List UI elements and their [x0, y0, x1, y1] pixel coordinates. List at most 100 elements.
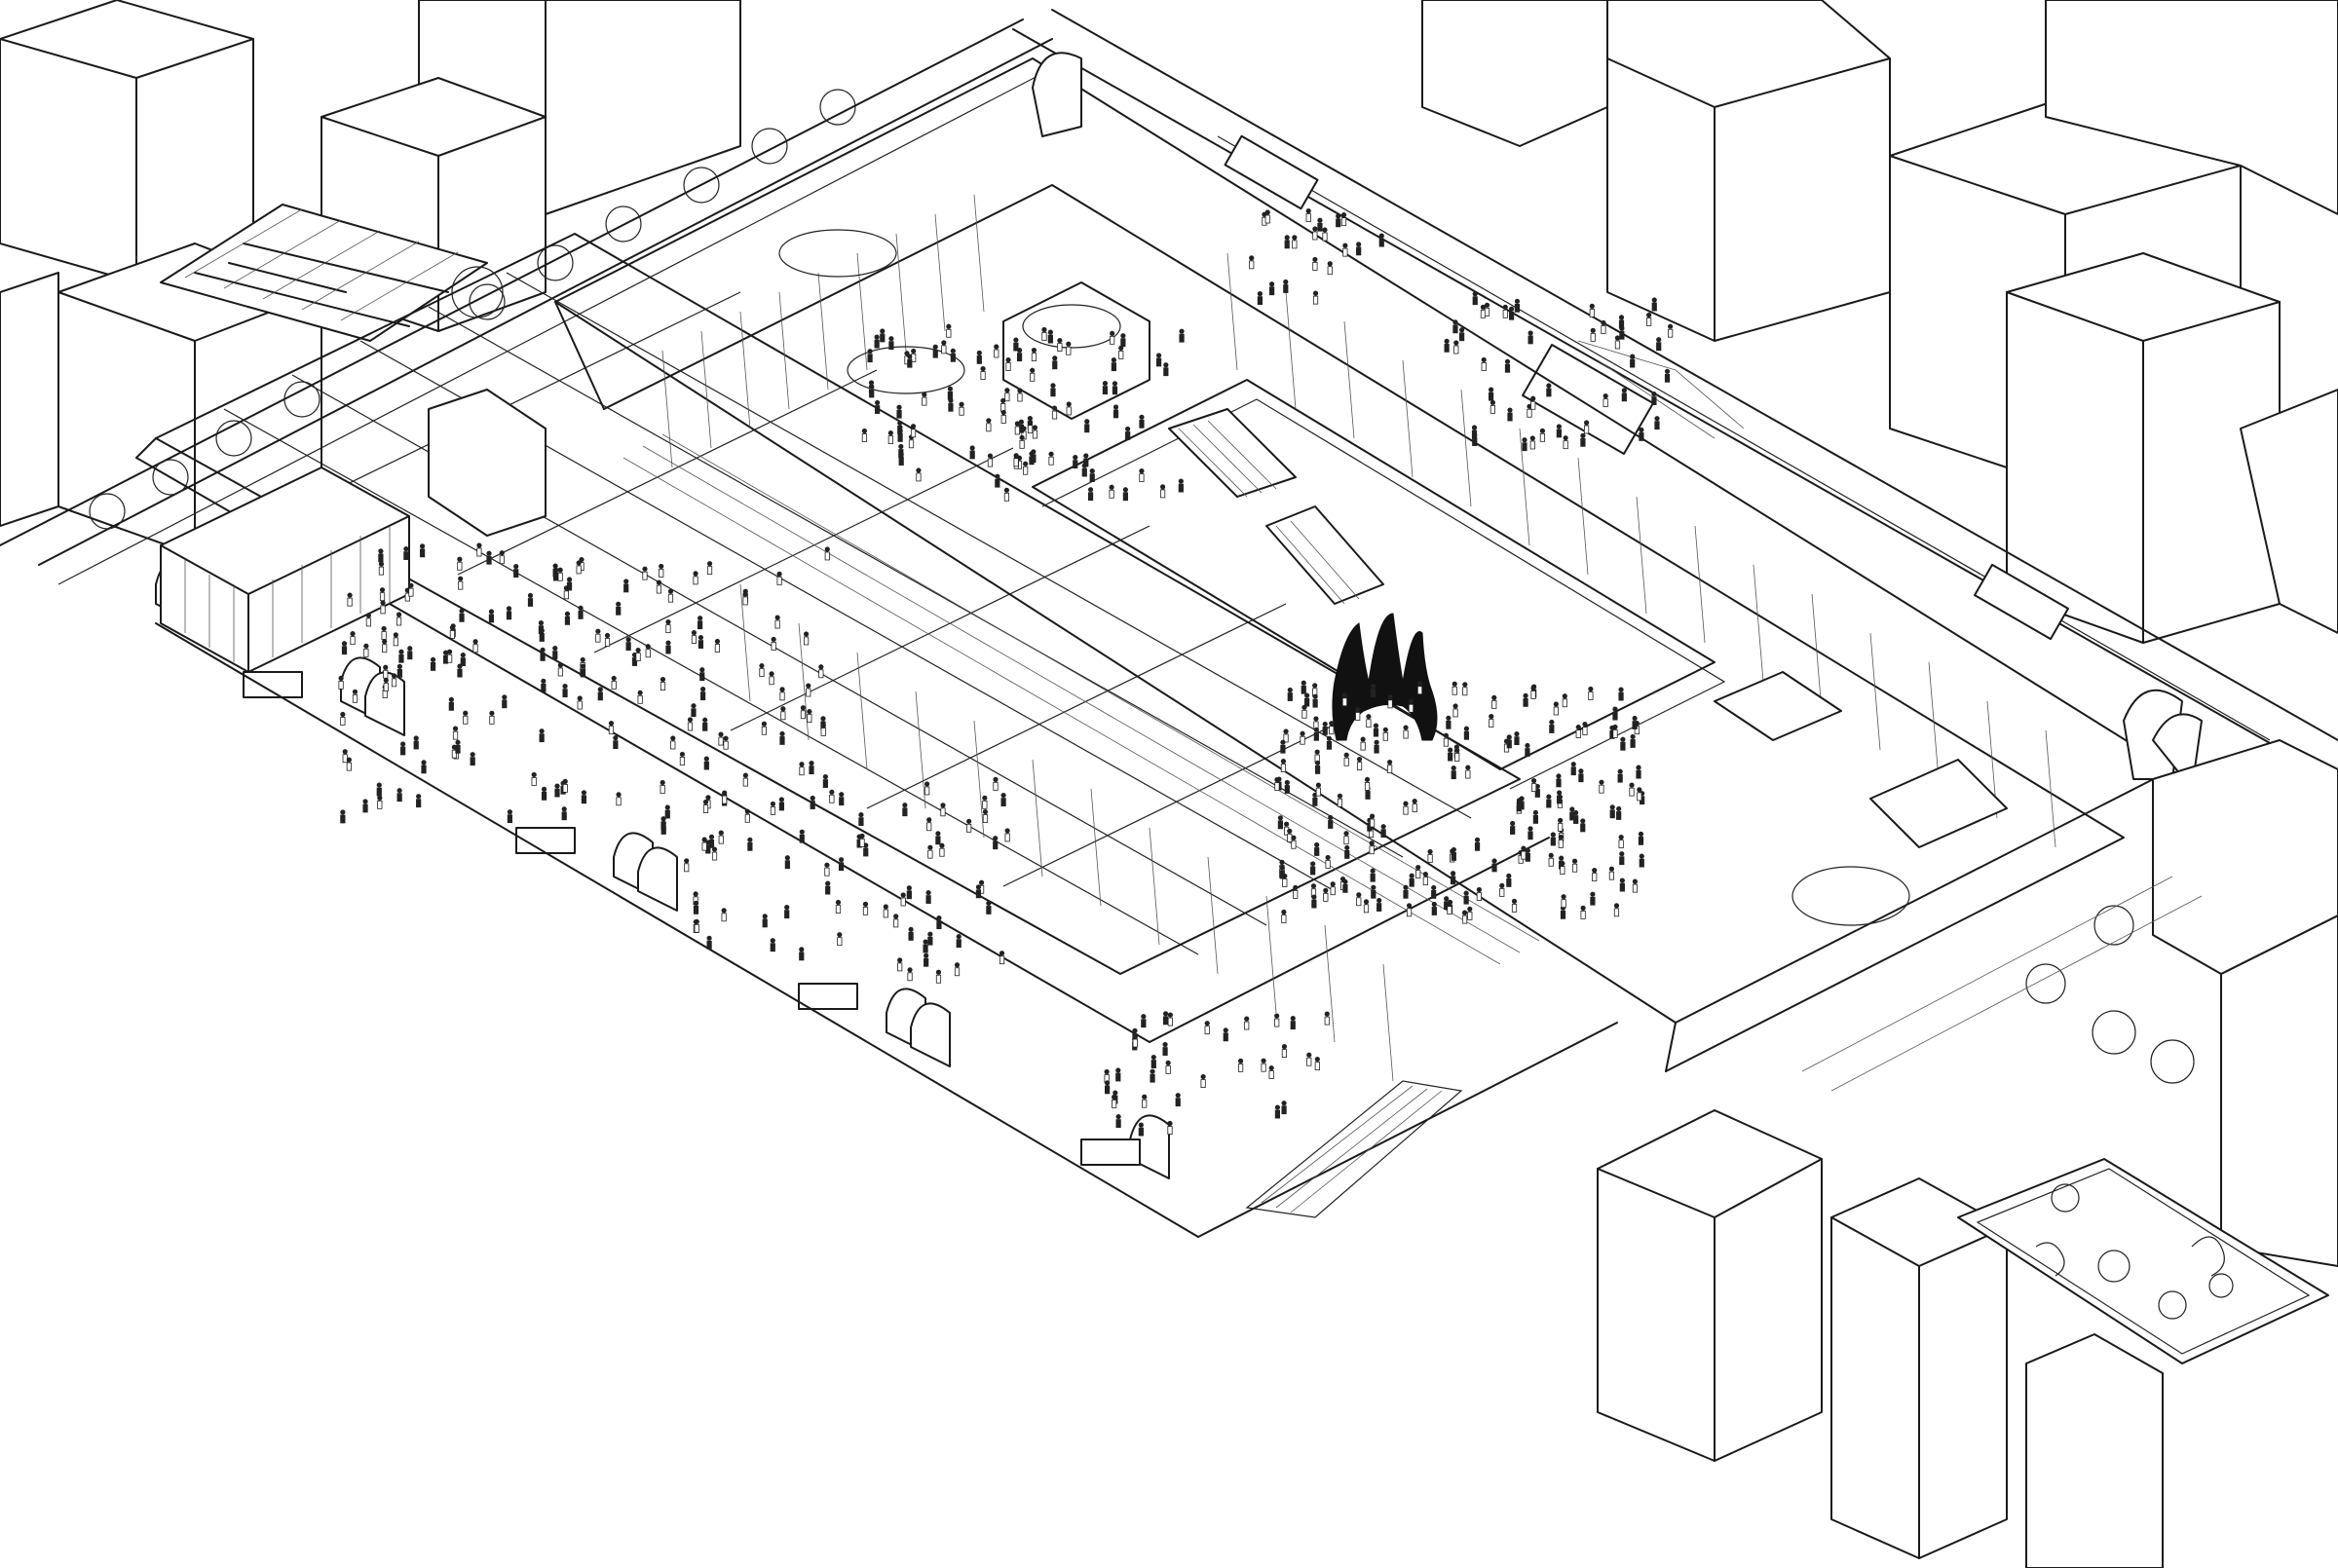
- person-figure: [1550, 832, 1556, 846]
- person-figure: [1340, 212, 1347, 227]
- person-figure: [340, 809, 346, 824]
- person-figure: [987, 453, 994, 467]
- person-figure: [910, 424, 917, 438]
- person-figure: [1521, 845, 1527, 860]
- person-figure: [1556, 773, 1562, 788]
- person-figure: [1446, 715, 1452, 729]
- person-figure: [762, 914, 768, 928]
- person-figure: [1415, 864, 1421, 878]
- person-figure: [378, 561, 385, 576]
- person-figure: [966, 818, 972, 833]
- person-figure: [1280, 758, 1287, 772]
- person-figure: [1654, 416, 1660, 430]
- person-figure: [340, 711, 346, 726]
- person-figure: [1066, 401, 1072, 416]
- person-figure: [1268, 281, 1275, 296]
- person-figure: [541, 786, 547, 801]
- person-figure: [1569, 806, 1575, 821]
- person-figure: [499, 550, 505, 565]
- person-figure: [642, 566, 648, 580]
- person-figure: [1578, 768, 1584, 783]
- person-figure: [1105, 1080, 1111, 1095]
- person-figure: [922, 392, 927, 406]
- person-figure: [1132, 1033, 1138, 1048]
- person-figure: [1313, 727, 1319, 741]
- person-figure: [1030, 367, 1036, 382]
- person-figure: [1249, 255, 1255, 270]
- person-figure: [898, 451, 904, 466]
- person-figure: [1612, 724, 1618, 738]
- person-figure: [1632, 715, 1638, 729]
- person-figure: [1618, 687, 1624, 701]
- person-figure: [1590, 891, 1596, 906]
- person-figure: [1084, 419, 1090, 433]
- person-figure: [1364, 776, 1371, 791]
- person-figure: [1588, 686, 1594, 700]
- person-figure: [1360, 736, 1366, 751]
- person-figure: [1453, 340, 1459, 355]
- vent-arches: [155, 559, 1170, 1179]
- person-figure: [761, 721, 767, 735]
- person-figure: [455, 739, 461, 754]
- person-figure: [1291, 835, 1297, 849]
- person-figure: [352, 689, 358, 703]
- person-figure: [472, 639, 478, 653]
- person-figure: [907, 967, 913, 982]
- person-figure: [837, 932, 843, 947]
- person-figure: [507, 809, 513, 824]
- person-figure: [1463, 726, 1470, 740]
- person-figure: [1507, 407, 1513, 422]
- person-figure: [1403, 725, 1409, 739]
- person-figure: [1553, 701, 1559, 716]
- person-figure: [693, 571, 698, 585]
- person-figure: [861, 428, 867, 442]
- person-figure: [1287, 687, 1293, 701]
- person-figure: [1244, 1016, 1250, 1030]
- person-figure: [552, 563, 558, 578]
- person-figure: [1522, 437, 1527, 452]
- person-figure: [1138, 1122, 1144, 1137]
- person-figure: [1376, 897, 1382, 912]
- person-figure: [379, 587, 386, 602]
- person-figure: [1274, 777, 1280, 792]
- person-figure: [1238, 1058, 1244, 1072]
- person-figure: [774, 615, 780, 629]
- person-figure: [1530, 777, 1537, 792]
- person-figure: [691, 629, 698, 644]
- person-figure: [1527, 330, 1533, 345]
- person-figure: [430, 656, 436, 671]
- person-figure: [779, 730, 785, 745]
- person-figure: [1165, 1060, 1171, 1074]
- person-figure: [698, 634, 704, 649]
- person-figure: [1580, 905, 1586, 919]
- person-figure: [1646, 312, 1652, 326]
- person-figure: [1444, 338, 1450, 353]
- person-figure: [1324, 1011, 1330, 1026]
- city-blocks-northeast: [1421, 0, 2338, 644]
- person-figure: [1562, 693, 1567, 708]
- person-figure: [706, 935, 712, 950]
- person-figure: [699, 687, 706, 701]
- person-figure: [874, 334, 880, 349]
- person-figure: [1467, 906, 1473, 920]
- person-figure: [923, 939, 928, 953]
- person-figure: [721, 908, 727, 922]
- person-figure: [1200, 1073, 1206, 1088]
- person-figure: [1322, 721, 1328, 735]
- person-figure: [449, 624, 456, 639]
- person-figure: [1050, 383, 1056, 397]
- person-figure: [1630, 733, 1636, 748]
- person-figure: [1592, 868, 1598, 882]
- person-figure: [924, 952, 929, 967]
- person-figure: [541, 678, 547, 692]
- person-figure: [993, 836, 999, 850]
- person-figure: [1459, 327, 1465, 342]
- person-figure: [769, 671, 774, 686]
- person-figure: [1115, 1113, 1121, 1128]
- person-figure: [1355, 706, 1361, 721]
- person-figure: [1618, 835, 1624, 849]
- person-figure: [1637, 787, 1642, 802]
- person-figure: [875, 399, 881, 414]
